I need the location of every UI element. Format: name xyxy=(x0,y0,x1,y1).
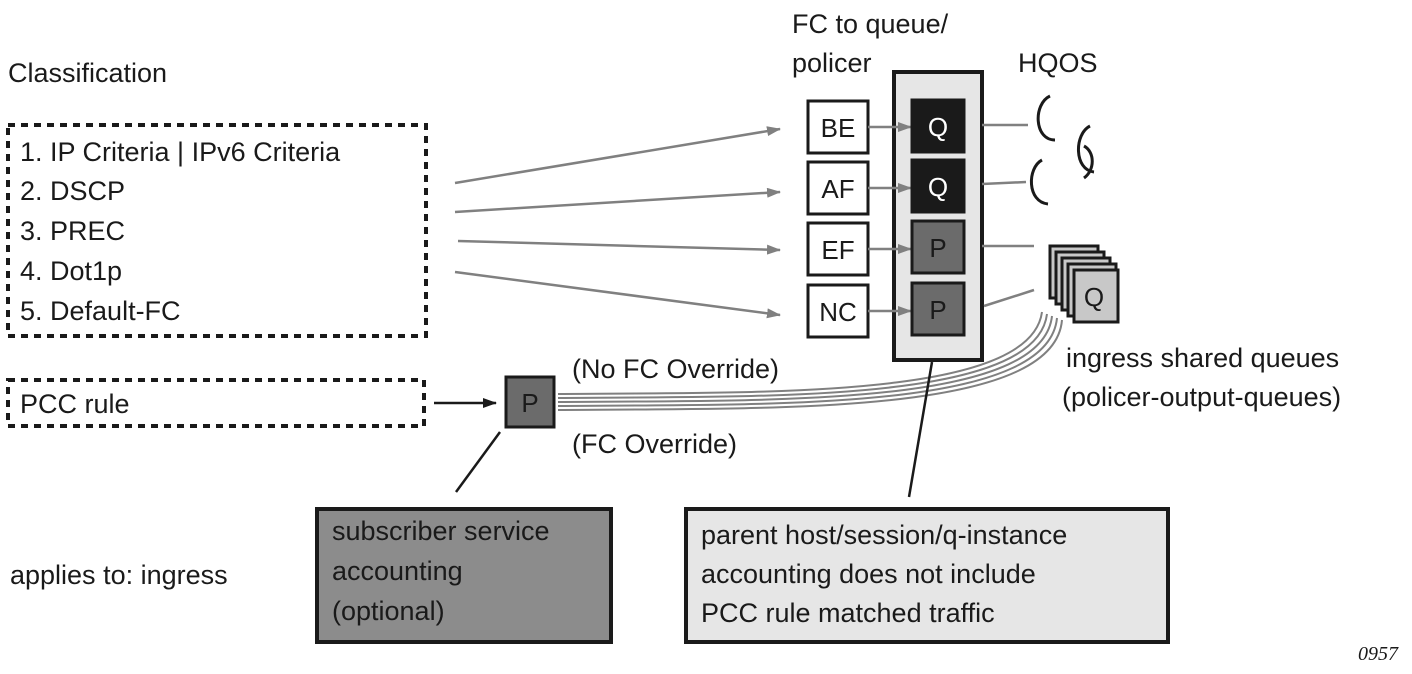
queue-label-1: Q xyxy=(928,112,948,142)
fc-to-queue-label-line1: FC to queue/ xyxy=(792,9,949,39)
pcc-curve-1 xyxy=(557,311,1043,395)
shared-queues-label-line1: ingress shared queues xyxy=(1066,343,1339,373)
parent-accounting-box xyxy=(684,507,1170,644)
pcc-curve-4 xyxy=(557,317,1058,407)
parent-box-line1: parent host/session/q-instance xyxy=(701,520,1067,550)
pcc-rule-box xyxy=(6,378,426,428)
policer-output-line-2 xyxy=(983,288,1035,308)
no-fc-override-label: (No FC Override) xyxy=(572,354,779,384)
criteria-item-5: 5. Default-FC xyxy=(20,296,181,326)
fc-to-queue-label-line2: policer xyxy=(792,48,872,78)
classification-label: Classification xyxy=(8,58,167,88)
pcc-curve-3 xyxy=(557,315,1053,403)
policer-box-2 xyxy=(910,281,966,337)
pcc-rule-label: PCC rule xyxy=(20,389,130,419)
parent-box-line2: accounting does not include xyxy=(701,559,1036,589)
criteria-item-1: 1. IP Criteria | IPv6 Criteria xyxy=(20,137,341,167)
policer-box-1 xyxy=(910,219,966,275)
hqos-arc-4 xyxy=(1082,144,1094,180)
classification-arrow-nc xyxy=(454,270,781,319)
accounting-box-line2: accounting xyxy=(332,556,463,586)
policer-label-1: P xyxy=(929,233,946,263)
shared-queue-front xyxy=(1072,268,1120,324)
pcc-curve-5 xyxy=(557,319,1063,411)
fc-box-ef xyxy=(806,221,870,277)
classification-arrow-be xyxy=(454,126,781,185)
parent-box-line3: PCC rule matched traffic xyxy=(701,598,995,628)
pcc-curve-2 xyxy=(557,313,1048,399)
shared-queues-label-line2: (policer-output-queues) xyxy=(1062,382,1341,412)
fc-label-be: BE xyxy=(821,113,856,143)
hqos-arc-3 xyxy=(1029,158,1049,206)
queue-box-1 xyxy=(910,98,966,154)
accounting-box-line3: (optional) xyxy=(332,596,445,626)
accounting-box xyxy=(315,507,613,644)
queue-box-2 xyxy=(910,158,966,214)
queue-output-line-2 xyxy=(981,180,1027,186)
hqos-arc-1 xyxy=(1036,94,1056,142)
fc-label-nc: NC xyxy=(819,297,857,327)
fc-override-label: (FC Override) xyxy=(572,429,737,459)
accounting-box-line1: subscriber service xyxy=(332,516,550,546)
hqos-label: HQOS xyxy=(1018,48,1098,78)
queue-label-2: Q xyxy=(928,172,948,202)
classification-arrow-af xyxy=(454,187,781,214)
fc-label-af: AF xyxy=(821,174,854,204)
parent-accounting-connector xyxy=(907,361,934,498)
figure-number: 0957 xyxy=(1358,643,1399,665)
classification-arrow-ef xyxy=(457,239,781,255)
pcc-accounting-connector xyxy=(454,431,502,493)
criteria-item-4: 4. Dot1p xyxy=(20,256,122,286)
criteria-item-2: 2. DSCP xyxy=(20,176,125,206)
criteria-item-3: 3. PREC xyxy=(20,216,125,246)
shared-queue-label: Q xyxy=(1084,282,1104,312)
fc-label-ef: EF xyxy=(821,235,854,265)
classification-box xyxy=(6,123,428,338)
applies-to-label: applies to: ingress xyxy=(10,560,228,590)
pcc-policer-box xyxy=(504,375,556,429)
policer-label-2: P xyxy=(929,295,946,325)
pcc-policer-label: P xyxy=(521,388,538,418)
